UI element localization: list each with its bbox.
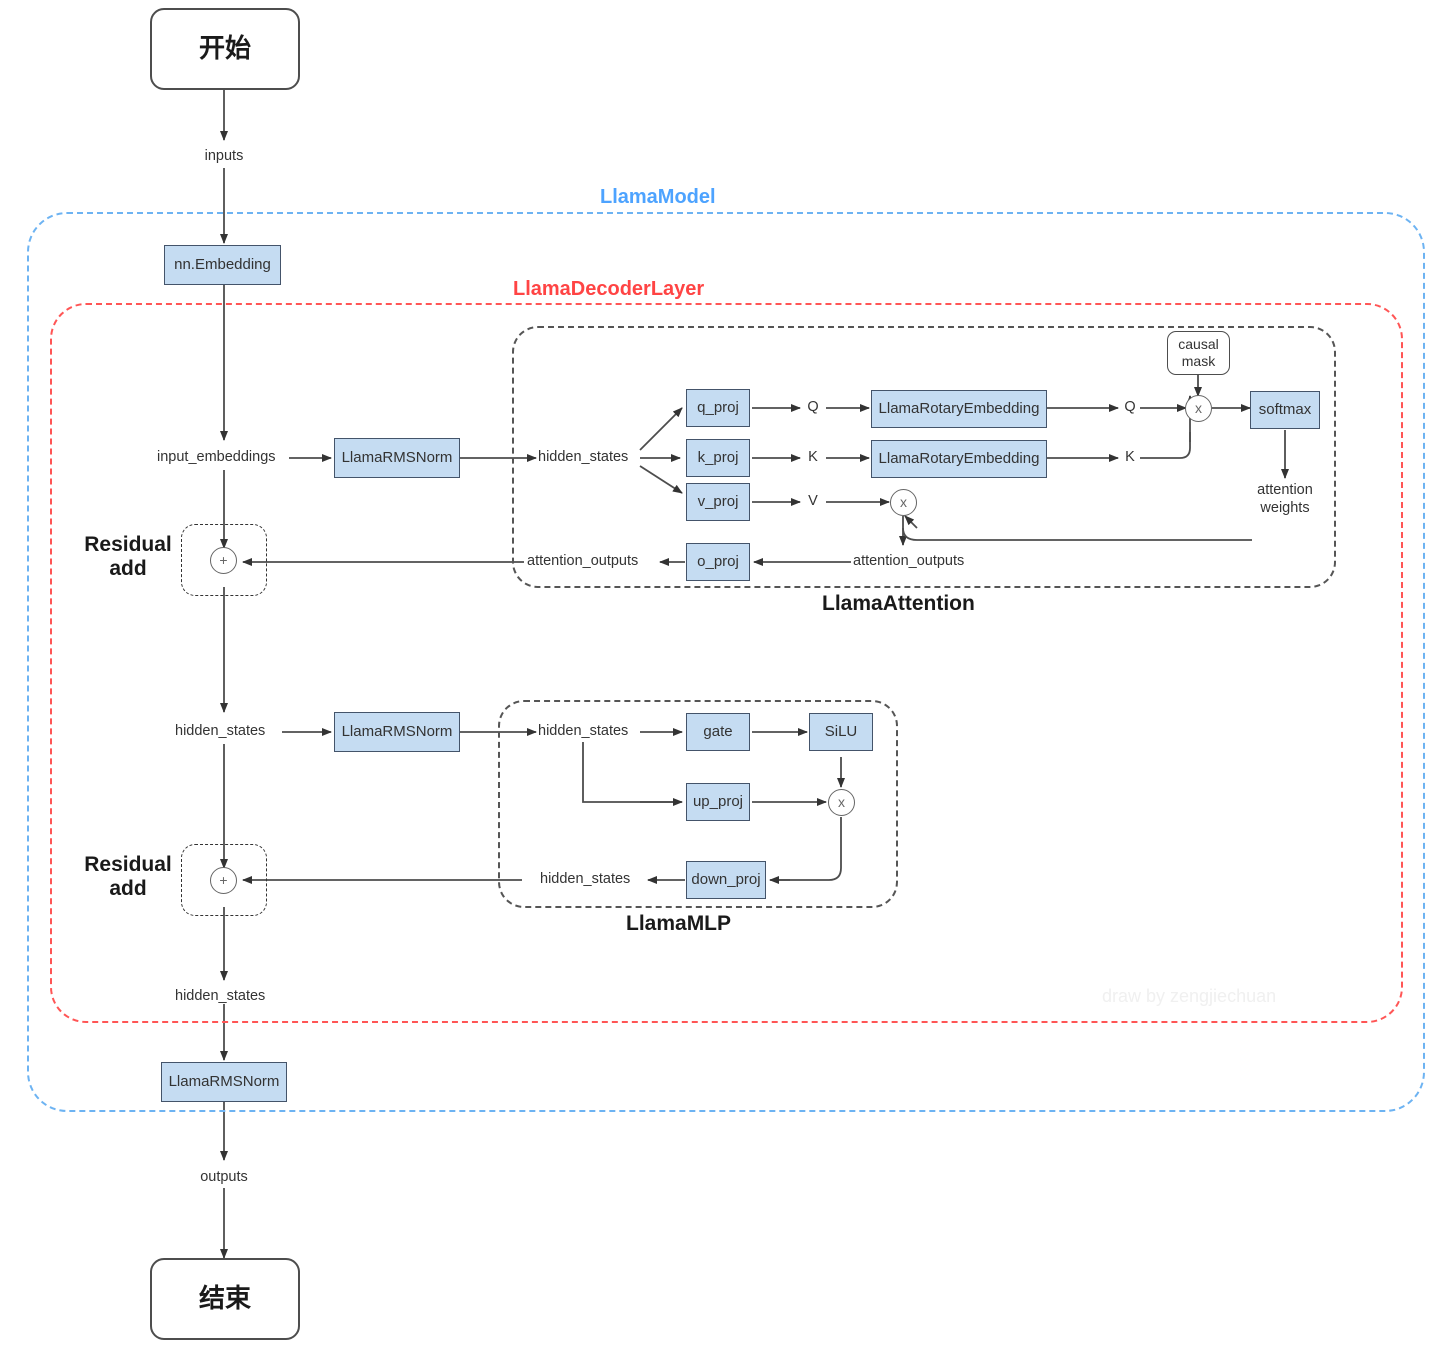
node-rmsnorm-final[interactable]: LlamaRMSNorm — [161, 1062, 287, 1102]
attention-weights-line1: attention — [1257, 482, 1313, 498]
residual-add-label-2-line2: add — [109, 877, 147, 901]
label-v-after-proj: V — [808, 493, 818, 509]
node-start[interactable]: 开始 — [150, 8, 300, 90]
label-outputs: outputs — [200, 1169, 248, 1185]
group-title-llama-mlp: LlamaMLP — [626, 912, 732, 935]
node-q-proj[interactable]: q_proj — [686, 389, 750, 427]
residual-add-label-1: Residual add — [78, 533, 178, 581]
group-title-llama-model: LlamaModel — [600, 186, 716, 208]
group-title-llama-attention: LlamaAttention — [822, 592, 975, 615]
label-q-after-proj: Q — [807, 399, 819, 415]
residual-add-label-2: Residual add — [78, 853, 178, 901]
node-rmsnorm-mlp[interactable]: LlamaRMSNorm — [334, 712, 460, 752]
label-hidden-states-mlp-out: hidden_states — [540, 871, 631, 887]
label-hidden-states-layer-out: hidden_states — [175, 988, 266, 1004]
label-attention-weights: attention weights — [1235, 481, 1335, 517]
node-residual-add-2[interactable]: + — [210, 867, 237, 894]
label-input-embeddings: input_embeddings — [157, 449, 276, 465]
label-hidden-states-attention-in: hidden_states — [538, 449, 629, 465]
label-attention-outputs-inner: attention_outputs — [853, 553, 965, 569]
node-rmsnorm-attention[interactable]: LlamaRMSNorm — [334, 438, 460, 478]
residual-add-label-2-line1: Residual — [84, 853, 172, 876]
label-attention-outputs-outer: attention_outputs — [527, 553, 639, 569]
node-o-proj[interactable]: o_proj — [686, 543, 750, 581]
causal-mask-line2: mask — [1181, 353, 1216, 369]
node-rotary-embedding-q[interactable]: LlamaRotaryEmbedding — [871, 390, 1047, 428]
node-silu[interactable]: SiLU — [809, 713, 873, 751]
node-multiply-qk[interactable]: x — [1185, 395, 1212, 422]
node-up-proj[interactable]: up_proj — [686, 783, 750, 821]
label-inputs: inputs — [204, 148, 244, 164]
label-hidden-states-mlp-pre: hidden_states — [175, 723, 266, 739]
node-gate[interactable]: gate — [686, 713, 750, 751]
node-multiply-mlp[interactable]: x — [828, 789, 855, 816]
node-residual-add-1[interactable]: + — [210, 547, 237, 574]
attention-weights-line2: weights — [1260, 500, 1310, 517]
node-causal-mask[interactable]: causal mask — [1167, 331, 1230, 375]
residual-add-label-1-line1: Residual — [84, 533, 172, 556]
label-hidden-states-mlp-in: hidden_states — [538, 723, 629, 739]
group-title-llama-decoder-layer: LlamaDecoderLayer — [513, 278, 705, 300]
node-softmax[interactable]: softmax — [1250, 391, 1320, 429]
node-rotary-embedding-k[interactable]: LlamaRotaryEmbedding — [871, 440, 1047, 478]
label-k-after-rope: K — [1125, 449, 1135, 465]
node-nn-embedding[interactable]: nn.Embedding — [164, 245, 281, 285]
residual-add-label-1-line2: add — [109, 557, 147, 581]
causal-mask-line1: causal — [1178, 336, 1219, 353]
label-q-after-rope: Q — [1124, 399, 1136, 415]
node-end[interactable]: 结束 — [150, 1258, 300, 1340]
node-down-proj[interactable]: down_proj — [686, 861, 766, 899]
watermark: draw by zengjiechuan — [1102, 986, 1277, 1006]
label-k-after-proj: K — [808, 449, 818, 465]
node-v-proj[interactable]: v_proj — [686, 483, 750, 521]
node-multiply-attn-v[interactable]: x — [890, 489, 917, 516]
node-k-proj[interactable]: k_proj — [686, 439, 750, 477]
